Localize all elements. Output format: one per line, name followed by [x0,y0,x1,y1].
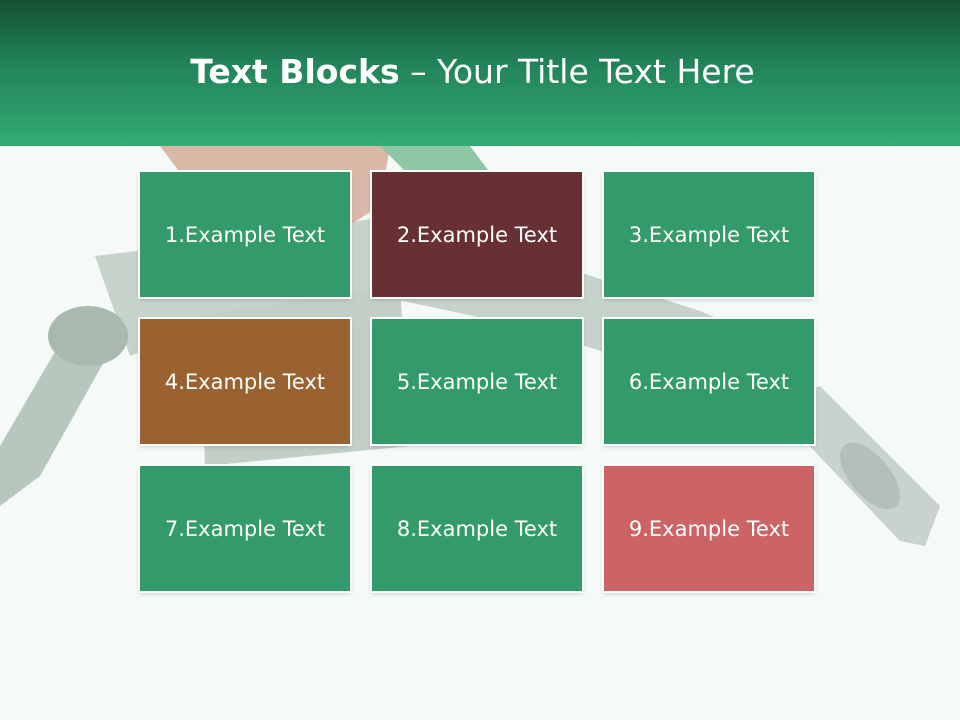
text-block-7: 7.Example Text [138,464,352,593]
text-block-4: 4.Example Text [138,317,352,446]
text-block-2: 2.Example Text [370,170,584,299]
title-rest: Your Title Text Here [437,52,755,91]
title-dash: – [410,52,427,91]
text-block-6: 6.Example Text [602,317,816,446]
text-blocks-grid: 1.Example Text 2.Example Text 3.Example … [138,170,816,593]
text-block-5: 5.Example Text [370,317,584,446]
title-bold: Text Blocks [190,52,400,91]
text-block-1: 1.Example Text [138,170,352,299]
text-block-3: 3.Example Text [602,170,816,299]
text-block-8: 8.Example Text [370,464,584,593]
slide-title: Text Blocks – Your Title Text Here [0,52,945,91]
title-banner [0,0,960,146]
text-block-9: 9.Example Text [602,464,816,593]
